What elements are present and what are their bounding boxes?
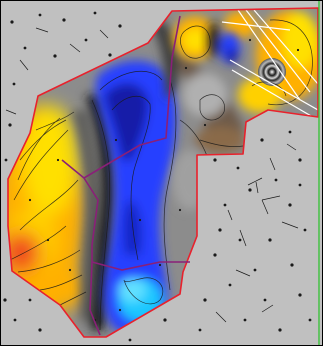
white-trend-lines [221,9,318,121]
survey-boundary[interactable] [7,7,319,338]
contour-lines [9,19,313,331]
station-links [5,27,299,323]
fault-lines[interactable] [61,15,190,336]
station-markers [3,11,312,342]
bullseye-marker [258,58,286,86]
sample-markers [28,38,300,322]
